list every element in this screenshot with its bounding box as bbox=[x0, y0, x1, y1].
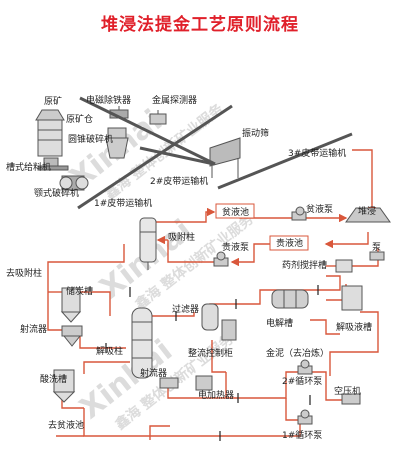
label-jet-pump-1: 射流器 bbox=[20, 323, 47, 335]
label-metal-detector: 金属探测器 bbox=[152, 94, 197, 106]
air-compressor-icon bbox=[341, 393, 361, 405]
lean-solution-pump-icon bbox=[291, 206, 307, 221]
label-lean-solution-pool: 贫液池 bbox=[222, 206, 249, 218]
label-electrolytic-cell: 电解槽 bbox=[266, 317, 293, 329]
label-electromagnetic-separator: 电磁除铁器 bbox=[86, 94, 131, 106]
desorption-tank-icon bbox=[341, 285, 363, 311]
reagent-agitator-icon bbox=[335, 259, 353, 273]
label-vibrating-screen: 振动筛 bbox=[242, 127, 269, 139]
label-acid-wash-tank: 酸洗槽 bbox=[40, 373, 67, 385]
metal-detector bbox=[149, 110, 167, 125]
label-heap-leaching: 堆浸 bbox=[358, 206, 376, 217]
filter-icon bbox=[201, 303, 219, 331]
page-title: 堆浸法提金工艺原则流程 bbox=[101, 15, 299, 35]
jet-pump-1-icon bbox=[61, 325, 83, 347]
lean-solution-pool-box bbox=[215, 203, 255, 219]
label-jet-pump-2: 射流器 bbox=[140, 367, 167, 379]
label-filter: 过滤器 bbox=[172, 303, 199, 315]
label-pump: 泵 bbox=[372, 242, 381, 253]
adsorption-column-equipment bbox=[139, 217, 157, 270]
carbon-tank-icon bbox=[60, 287, 82, 323]
label-rectifier-cabinet: 整流控制柜 bbox=[188, 347, 233, 359]
label-ore-bin: 原矿仓 bbox=[66, 113, 93, 125]
label-electric-heater: 电加热器 bbox=[198, 389, 234, 401]
cone-crusher bbox=[105, 127, 129, 159]
label-air-compressor: 空压机 bbox=[334, 385, 361, 397]
circulation-pump-1-icon bbox=[297, 409, 313, 425]
label-to-adsorption-column: 去吸附柱 bbox=[6, 267, 42, 279]
label-jaw-crusher: 颚式破碎机 bbox=[34, 187, 79, 199]
electric-heater-icon bbox=[195, 375, 213, 391]
label-lean-solution-pump: 贫液泵 bbox=[306, 203, 333, 215]
belt-conveyor-2 bbox=[79, 96, 216, 166]
label-reagent-agitator: 药剂搅拌槽 bbox=[282, 259, 327, 271]
label-rich-solution-pool: 贵液池 bbox=[276, 237, 303, 249]
label-adsorption-column: 吸附柱 bbox=[168, 231, 195, 243]
label-belt-conveyor-1: 1#皮带运输机 bbox=[94, 197, 152, 209]
label-to-lean-solution-pool: 去贫液池 bbox=[48, 419, 84, 431]
heap-leach-pile bbox=[345, 207, 391, 223]
belt-conveyor-3 bbox=[217, 132, 353, 190]
label-belt-conveyor-2: 2#皮带运输机 bbox=[150, 175, 208, 187]
label-cone-crusher: 圆锥破碎机 bbox=[68, 133, 113, 145]
label-rich-solution-pump: 贵液泵 bbox=[222, 241, 249, 253]
belt-conveyor-1 bbox=[77, 104, 233, 210]
ore-bin bbox=[35, 109, 65, 157]
electrolytic-cell-icon bbox=[271, 289, 309, 309]
label-carbon-tank: 储炭槽 bbox=[66, 285, 93, 297]
label-belt-conveyor-3: 3#皮带运输机 bbox=[288, 147, 346, 159]
vibrating-screen bbox=[209, 137, 241, 178]
label-circulation-pump-2: 2#循环泵 bbox=[282, 375, 322, 387]
label-desorption-column: 解吸柱 bbox=[96, 345, 123, 357]
desorption-column-icon bbox=[131, 307, 153, 379]
jet-pump-2-icon bbox=[159, 377, 179, 389]
acid-wash-tank-icon bbox=[52, 369, 76, 403]
valves bbox=[105, 285, 319, 441]
label-raw-ore: 原矿 bbox=[44, 95, 62, 107]
grizzly-feeder bbox=[37, 157, 69, 171]
rich-solution-pool-box bbox=[269, 235, 309, 251]
rectifier-cabinet-icon bbox=[221, 319, 237, 341]
jaw-crusher bbox=[59, 175, 89, 191]
label-circulation-pump-1: 1#循环泵 bbox=[282, 429, 322, 441]
equipment-labels: 原矿 原矿仓 电磁除铁器 金属探测器 圆锥破碎机 槽式给料机 颚式破碎机 振动筛… bbox=[6, 94, 381, 441]
label-desorption-tank: 解吸液槽 bbox=[336, 321, 372, 333]
label-grizzly-feeder: 槽式给料机 bbox=[6, 161, 51, 173]
circulation-pump-2-icon bbox=[297, 359, 313, 375]
rich-solution-pump-icon bbox=[213, 251, 229, 267]
pump-icon bbox=[369, 251, 385, 261]
label-gold-mud: 金泥（去冶炼） bbox=[266, 347, 329, 359]
